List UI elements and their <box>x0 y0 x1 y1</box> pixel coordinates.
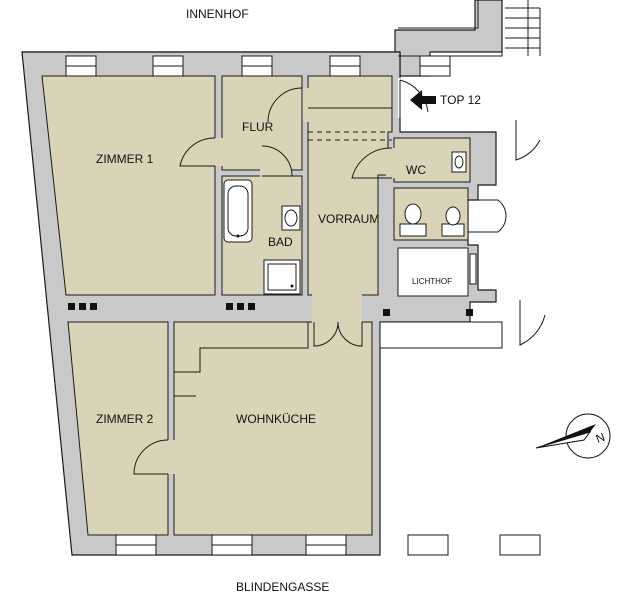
label-zimmer-2: ZIMMER 2 <box>96 412 154 426</box>
exterior-right-yard <box>379 321 503 349</box>
room-zimmer-1 <box>41 75 216 296</box>
bathtub <box>223 179 253 243</box>
wc-sink <box>451 151 467 173</box>
toilet-outer <box>441 199 507 237</box>
label-flur: FLUR <box>242 120 274 134</box>
label-innenhof: INNENHOF <box>186 7 249 21</box>
room-zimmer-2 <box>67 321 169 536</box>
label-bad: BAD <box>268 235 293 249</box>
label-lichthof: LICHTHOF <box>412 277 452 286</box>
lichthof-window <box>469 253 477 285</box>
bath-sink <box>281 205 301 231</box>
windows-top <box>65 55 451 77</box>
shower <box>263 259 301 295</box>
north-arrow-icon: N <box>535 413 611 459</box>
room-wohnkueche <box>173 321 373 536</box>
doors <box>133 78 546 475</box>
label-wohnkueche: WOHNKÜCHE <box>236 412 316 426</box>
interior-details <box>174 107 392 397</box>
room-lichthof <box>397 247 469 297</box>
vent-squares <box>68 303 473 316</box>
label-top-12: TOP 12 <box>440 93 481 107</box>
label-zimmer-1: ZIMMER 1 <box>96 152 154 166</box>
entrance-arrow-icon <box>410 90 436 110</box>
label-wc: WC <box>406 163 426 177</box>
label-blindengasse: BLINDENGASSE <box>236 580 329 594</box>
windows-bottom <box>115 534 541 556</box>
label-vorraum: VORRAUM <box>318 212 379 226</box>
toilet-wc <box>399 203 427 237</box>
